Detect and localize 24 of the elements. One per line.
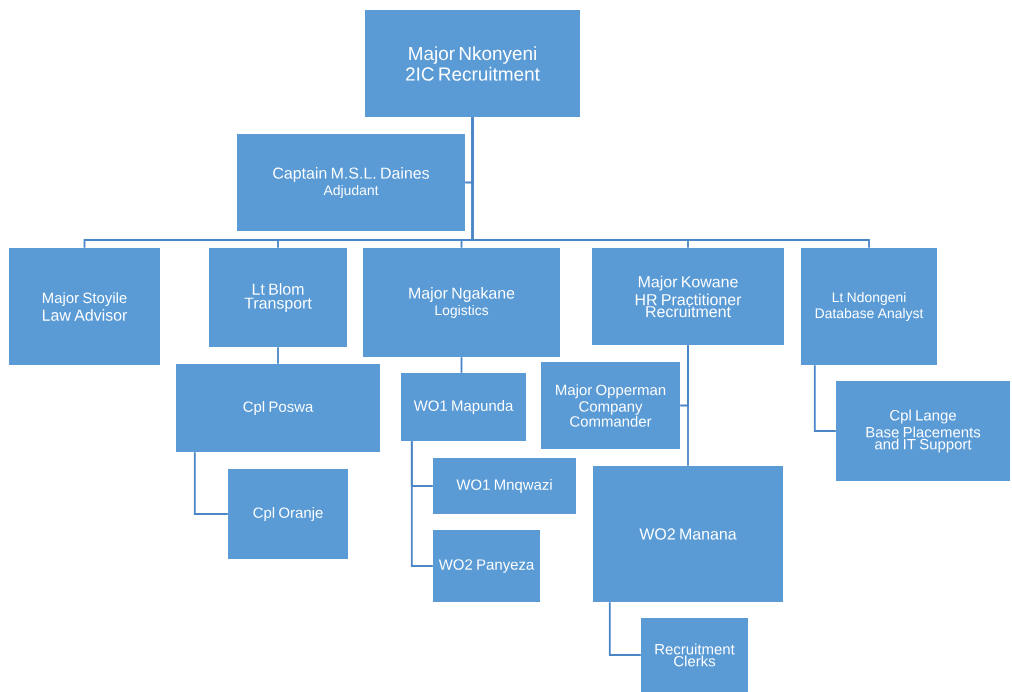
connector-line <box>460 356 463 374</box>
org-box: Major Ngakane Logistics <box>363 248 560 357</box>
org-box: Major Opperman Company Commander <box>541 362 680 449</box>
org-box: Lt Ndongeni Database Analyst <box>801 248 937 365</box>
connector-line <box>608 601 642 656</box>
org-box: Recruitment Clerks <box>641 618 748 692</box>
connector-line <box>277 346 279 365</box>
org-box: Cpl Oranje <box>228 469 348 559</box>
org-box: Major Kowane HR Practitioner Recruitment <box>592 248 784 345</box>
org-box: Lt Blom Transport <box>209 248 347 347</box>
connector-line <box>410 440 434 567</box>
connector-line <box>687 344 689 467</box>
org-box: Cpl Poswa <box>176 364 380 452</box>
org-box: Major Stoyile Law Advisor <box>9 248 160 365</box>
org-box: Captain M.S.L. Daines Adjudant <box>237 134 465 231</box>
org-box: WO1 Mapunda <box>401 373 526 441</box>
org-box: WO1 Mnqwazi <box>433 458 576 514</box>
org-box: WO2 Manana <box>593 466 783 602</box>
org-box: Major Nkonyeni 2IC Recruitment <box>365 10 580 117</box>
org-box: WO2 Panyeza <box>433 530 540 602</box>
org-box: Cpl Lange Base Placements and IT Support <box>836 381 1010 481</box>
connector-line <box>813 364 837 432</box>
connector-line <box>471 116 870 249</box>
connector-line <box>193 451 229 515</box>
